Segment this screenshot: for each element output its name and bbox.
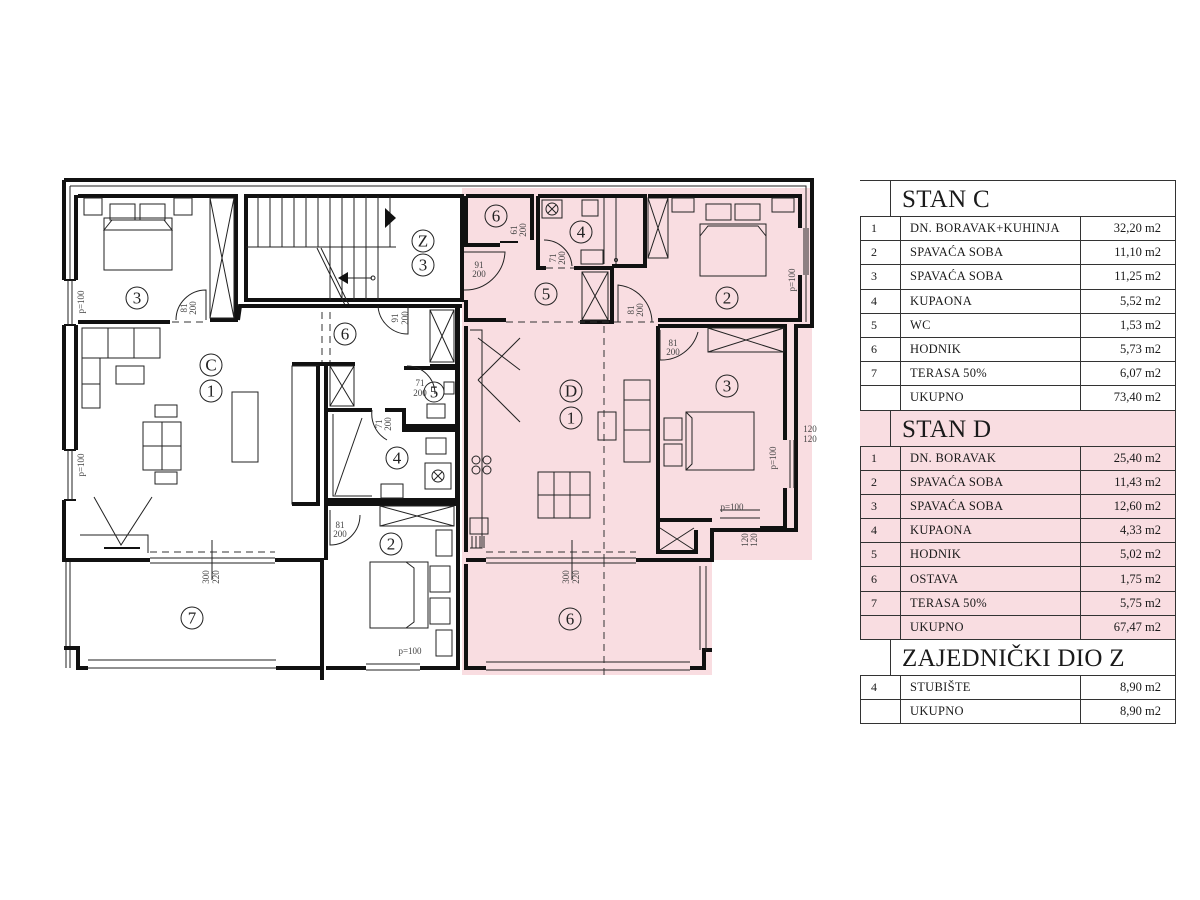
svg-text:91: 91 <box>475 260 484 270</box>
common-z-room-label: 3 <box>419 256 428 275</box>
svg-text:200: 200 <box>400 311 410 325</box>
svg-text:120: 120 <box>749 533 759 547</box>
svg-text:p=100: p=100 <box>787 268 797 292</box>
svg-text:200: 200 <box>666 347 680 357</box>
common-z-marker: Z <box>418 232 428 251</box>
room-c-2-label: 2 <box>387 535 396 554</box>
room-c-3-label: 3 <box>133 289 142 308</box>
svg-text:200: 200 <box>472 269 486 279</box>
svg-text:71: 71 <box>416 378 425 388</box>
svg-text:71: 71 <box>548 254 558 263</box>
svg-text:91: 91 <box>390 314 400 323</box>
room-d-terrace-label: 6 <box>566 610 575 629</box>
apartment-d-walls: 300 220 <box>463 194 809 675</box>
apartment-d-marker: D <box>565 382 577 401</box>
room-d-5-label: 5 <box>542 285 551 304</box>
section-title: STAN C <box>902 186 991 213</box>
svg-text:81: 81 <box>179 304 189 313</box>
svg-text:81: 81 <box>626 306 636 315</box>
svg-text:200: 200 <box>518 223 528 237</box>
svg-text:p=100: p=100 <box>768 446 778 470</box>
room-d-2-label: 2 <box>723 289 732 308</box>
section-header: ZAJEDNIČKI DIO Z <box>860 640 1176 675</box>
dimension-labels: 81 200 p=100 p=100 91 200 71 200 71 200 … <box>76 223 817 656</box>
svg-text:200: 200 <box>333 529 347 539</box>
svg-text:71: 71 <box>374 420 384 429</box>
svg-text:p=100: p=100 <box>76 290 86 314</box>
room-c-4-label: 4 <box>393 449 402 468</box>
svg-text:300: 300 <box>201 570 211 584</box>
outer-walls <box>62 178 814 562</box>
room-d-3-label: 3 <box>723 377 732 396</box>
svg-text:120: 120 <box>803 434 817 444</box>
svg-text:300: 300 <box>561 570 571 584</box>
room-c-1-label: 1 <box>207 382 216 401</box>
svg-text:p=100: p=100 <box>720 502 744 512</box>
svg-text:120: 120 <box>740 533 750 547</box>
stairs <box>246 196 396 306</box>
section-title: ZAJEDNIČKI DIO Z <box>902 645 1125 672</box>
svg-text:220: 220 <box>211 570 221 584</box>
apartment-d-highlight <box>462 188 812 675</box>
room-c-6-label: 6 <box>341 325 350 344</box>
apartment-c-walls: 300 220 <box>64 194 464 680</box>
svg-text:81: 81 <box>669 338 678 348</box>
living-furniture <box>80 327 259 553</box>
svg-text:61: 61 <box>509 226 519 235</box>
apartment-c-marker: C <box>205 356 216 375</box>
svg-text:200: 200 <box>188 301 198 315</box>
svg-text:220: 220 <box>571 570 581 584</box>
room-c-5-label: 5 <box>430 383 439 402</box>
section-header: STAN C <box>860 180 1176 216</box>
svg-text:200: 200 <box>413 388 427 398</box>
svg-text:p=100: p=100 <box>398 646 422 656</box>
svg-text:p=100: p=100 <box>76 453 86 477</box>
section-title: STAN D <box>902 415 992 443</box>
svg-text:120: 120 <box>803 424 817 434</box>
section-header: STAN D <box>860 410 1176 446</box>
room-d-6-label: 6 <box>492 207 501 226</box>
svg-text:200: 200 <box>383 417 393 431</box>
svg-text:200: 200 <box>635 303 645 317</box>
svg-text:81: 81 <box>336 520 345 530</box>
room-labels: 3 Z 3 6 C 1 5 4 2 7 6 4 5 2 D 1 3 6 <box>125 204 739 631</box>
room-d-4-label: 4 <box>577 223 586 242</box>
room-c-7-label: 7 <box>188 609 197 628</box>
room-d-1-label: 1 <box>567 409 576 428</box>
svg-text:200: 200 <box>557 251 567 265</box>
floor-plan: 300 220 <box>62 178 817 680</box>
